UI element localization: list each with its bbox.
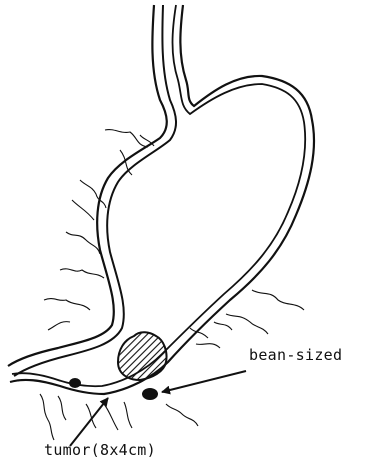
stomach-greater-curve-outer: [10, 5, 314, 394]
bean-sized-arrow: [162, 371, 246, 392]
bean-sized-label: bean-sized: [249, 346, 342, 364]
bean-sized-nodule-right: [142, 388, 158, 400]
tumor-arrow: [70, 398, 108, 446]
tumor-label: tumor(8x4cm): [44, 441, 156, 459]
surrounding-vessel-lines: [40, 130, 304, 440]
stomach-inner-lesser-curve: [14, 5, 176, 376]
bean-sized-nodule-left: [69, 378, 81, 388]
stomach-greater-curve-inner: [12, 5, 305, 386]
tumor-mass: [118, 332, 167, 380]
